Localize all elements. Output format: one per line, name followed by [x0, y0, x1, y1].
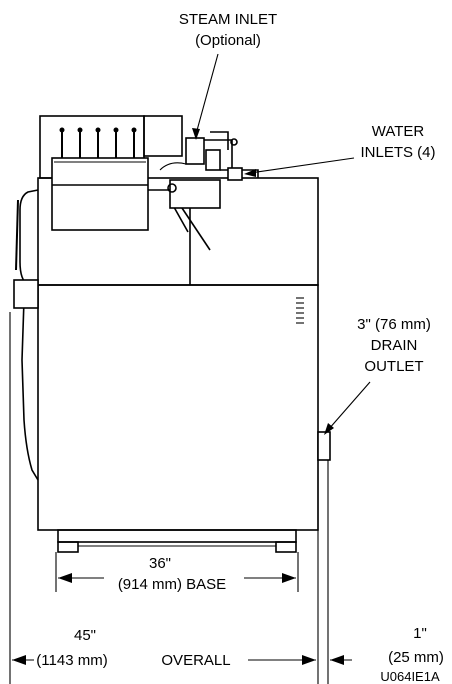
dimension-base: 36" (914 mm) BASE: [55, 552, 299, 593]
water-inlets-label-line1: WATER: [372, 123, 425, 140]
overall-dimension-mm: (1143 mm): [36, 652, 107, 669]
lower-cabinet: [37, 284, 319, 531]
base-dimension-mm: (914 mm) BASE: [118, 576, 226, 593]
water-inlet-fitting: [227, 167, 243, 181]
base-foot-left: [57, 541, 79, 553]
base-frame: [57, 529, 297, 543]
door-assembly: [13, 189, 39, 481]
dimension-clearance: 1" (25 mm): [327, 460, 444, 684]
clearance-dimension-inch: 1": [413, 625, 427, 642]
steam-valve: [185, 137, 205, 165]
dispenser-tank: [51, 157, 149, 231]
machine-body: [37, 177, 331, 553]
dimension-overall: 45" (1143 mm) OVERALL: [9, 312, 319, 684]
top-supply-assembly: [39, 115, 259, 285]
callout-steam-inlet: STEAM INLET (Optional): [179, 11, 277, 140]
drain-outlet-stub: [317, 431, 331, 461]
figure-id: U064IE1A: [380, 669, 440, 684]
steam-inlet-optional-label: (Optional): [195, 32, 261, 49]
overall-dimension-word: OVERALL: [161, 652, 230, 669]
overall-dimension-inch: 45": [74, 627, 96, 644]
steam-inlet-label: STEAM INLET: [179, 11, 277, 28]
drain-label-line3: OUTLET: [364, 358, 423, 375]
door-latch: [13, 279, 39, 309]
base-dimension-inch: 36": [149, 555, 171, 572]
clearance-dimension-mm: (25 mm): [388, 649, 444, 666]
water-inlets-label-line2: INLETS (4): [360, 144, 435, 161]
drain-label-line2: DRAIN: [371, 337, 418, 354]
supply-tubes: [59, 127, 137, 158]
drain-label-line1: 3" (76 mm): [357, 316, 431, 333]
side-vent-marks: [296, 297, 304, 324]
callout-water-inlets: WATER INLETS (4): [244, 123, 436, 177]
base-foot-right: [275, 541, 297, 553]
callout-drain-outlet: 3" (76 mm) DRAIN OUTLET: [324, 316, 431, 435]
